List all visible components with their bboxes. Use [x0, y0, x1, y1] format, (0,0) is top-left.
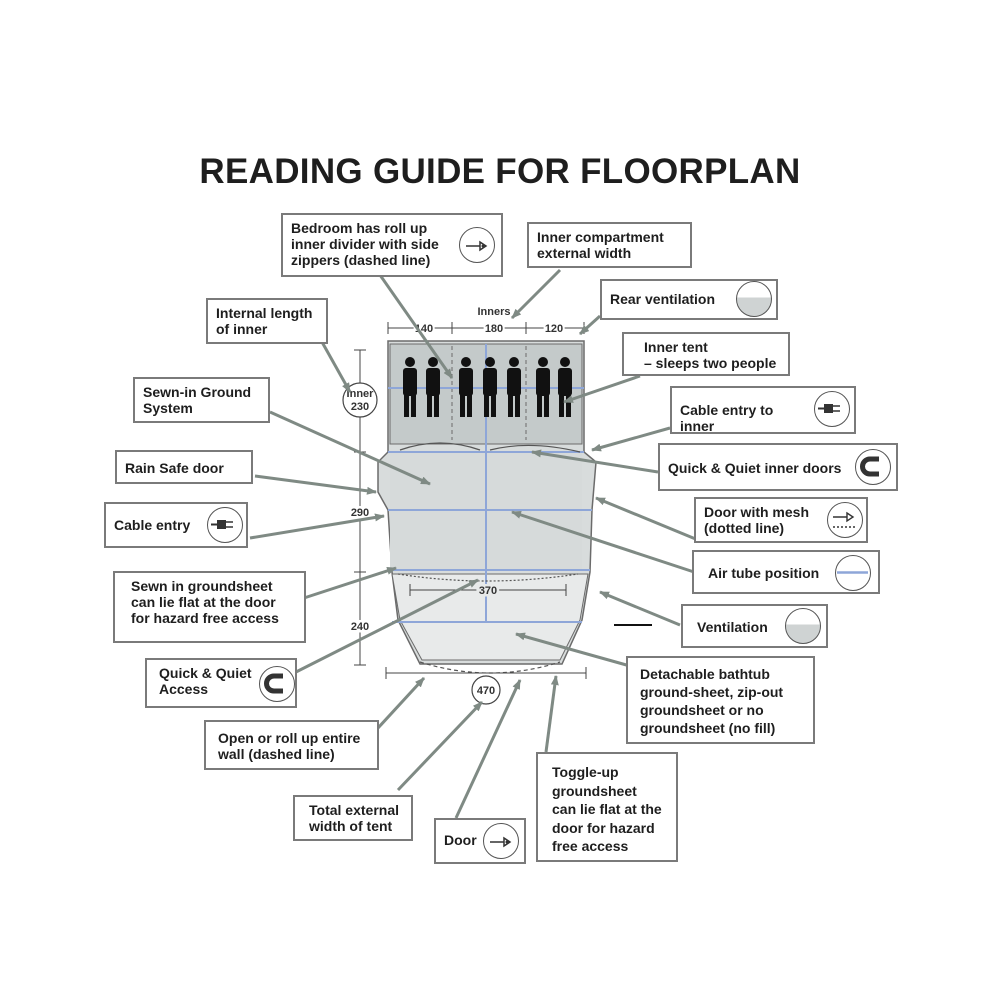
zip-icon	[483, 823, 519, 859]
plug-icon	[207, 507, 243, 543]
callout-quick-quiet-inner-doors: Quick & Quiet inner doors	[658, 443, 898, 491]
arrow-inner-tent	[563, 374, 641, 404]
arrow-quick-quiet-access	[295, 578, 479, 674]
arrow-roll-up-wall	[376, 676, 426, 730]
inner-door-curve	[399, 442, 481, 451]
callout-bathtub: Detachable bathtub ground-sheet, zip-out…	[626, 656, 815, 744]
air-tube-icon	[835, 555, 871, 591]
callout-sewn-in-ground: Sewn-in Ground System	[133, 377, 270, 423]
arrow-rear-ventilation	[578, 314, 602, 336]
arrow-bedroom-divider	[378, 274, 454, 379]
inner-door-curve	[489, 444, 581, 453]
arrow-inner-compartment	[510, 268, 562, 320]
vent-icon	[785, 608, 821, 644]
magnet-icon	[259, 666, 295, 702]
callout-rain-safe-door: Rain Safe door	[115, 450, 253, 484]
arrow-total-width	[396, 700, 484, 792]
magnet-icon	[855, 449, 891, 485]
arrow-cable-entry-inner	[591, 426, 671, 452]
inner-length-value: 230	[351, 401, 369, 413]
external-width-circle	[471, 675, 501, 705]
people-silhouettes	[403, 357, 572, 417]
arrow-door	[454, 679, 522, 819]
inner-width-2: 180	[485, 323, 503, 335]
callout-inner-tent: Inner tent – sleeps two people	[622, 332, 790, 376]
callout-sewn-groundsheet: Sewn in groundsheet can lie flat at the …	[113, 571, 306, 643]
arrow-ventilation	[599, 590, 681, 627]
plug-icon	[814, 391, 850, 427]
zip-icon	[459, 227, 495, 263]
inner-width-3: 120	[545, 323, 563, 335]
callout-toggle-up: Toggle-up groundsheet can lie flat at th…	[536, 752, 678, 862]
callout-inner-compartment-width: Inner compartment external width	[527, 222, 692, 268]
callout-roll-up-wall: Open or roll up entire wall (dashed line…	[204, 720, 379, 770]
arrow-sewn-groundsheet	[303, 566, 397, 600]
callout-internal-length: Internal length of inner	[206, 298, 328, 344]
vent-icon	[736, 281, 772, 317]
arrow-internal-length	[320, 341, 352, 393]
inner-length-label: Inner	[347, 388, 375, 400]
internal-width: 370	[479, 585, 497, 597]
arrow-cable-entry	[249, 513, 385, 540]
living-length: 290	[351, 507, 369, 519]
callout-total-width: Total external width of tent	[293, 795, 413, 841]
porch-door-curve	[397, 573, 579, 582]
inners-label: Inners	[477, 306, 510, 318]
arrow-bathtub	[515, 632, 631, 668]
arrow-sewn-in-ground	[269, 410, 431, 486]
page-title: READING GUIDE FOR FLOORPLAN	[199, 152, 801, 191]
arrow-toggle-up	[544, 675, 559, 753]
porch-length: 240	[351, 621, 369, 633]
arrow-rain-safe-door	[254, 474, 377, 495]
mesh-door-icon	[827, 502, 863, 538]
external-width: 470	[477, 685, 495, 697]
leader-arrows	[249, 268, 699, 819]
arrow-quick-quiet-inner	[531, 449, 659, 474]
inner-length-circle	[342, 382, 378, 418]
arrow-door-mesh	[595, 496, 699, 542]
tent-floorplan	[377, 340, 597, 674]
arrow-air-tube	[511, 510, 695, 574]
